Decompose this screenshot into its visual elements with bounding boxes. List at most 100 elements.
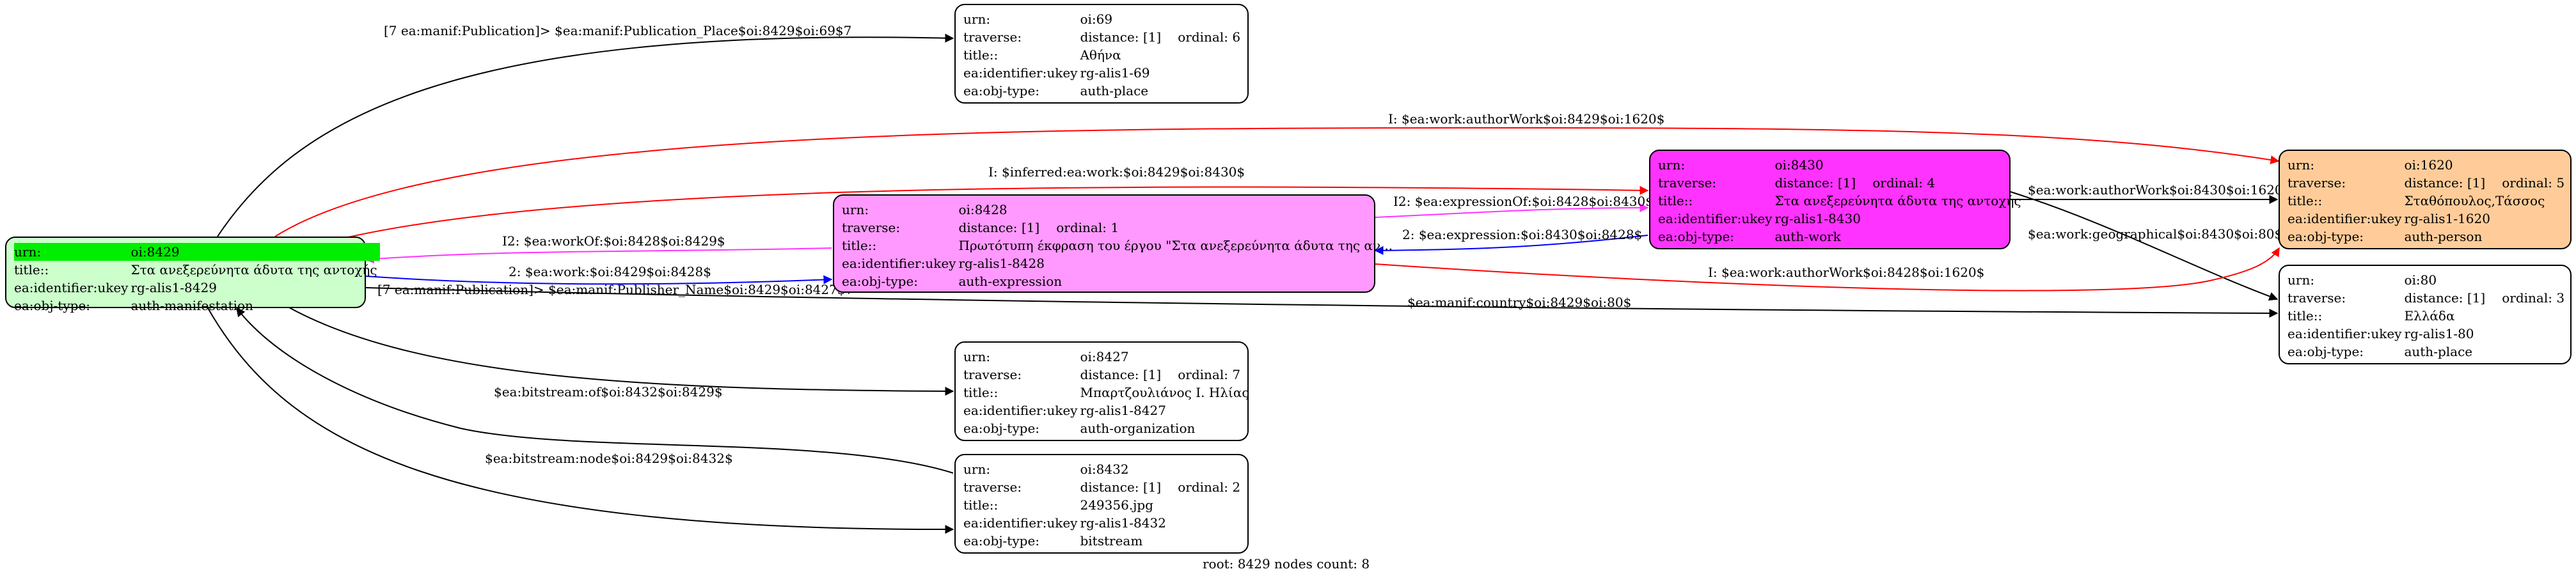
node-8432[interactable]: urn:oi:8432 traverse:distance: [1]ordina… xyxy=(954,454,1249,554)
distance: distance: [1] xyxy=(958,220,1040,235)
traverse-value: distance: [1] ordinal: 5 xyxy=(2404,174,2567,192)
title-label: title:: xyxy=(2288,308,2323,323)
urn-label: urn: xyxy=(963,462,991,477)
node-80[interactable]: urn:oi:80 traverse:distance: [1]ordinal:… xyxy=(2279,265,2572,364)
edge-label-work: 2: $ea:work:$oi:8429$oi:8428$ xyxy=(509,264,711,279)
objtype-value: auth-manifestation xyxy=(130,298,253,313)
edge-expressionof xyxy=(1375,203,1649,218)
urn-label: urn: xyxy=(963,349,991,364)
node-8429-highlight-row: urn: oi:8429 xyxy=(14,243,380,261)
identifier-label: ea:identifier:ukey xyxy=(963,403,1078,418)
objtype-value: auth-place xyxy=(1080,83,1149,98)
urn-value: oi:1620 xyxy=(2404,157,2453,173)
title-value: Μπαρτζουλιάνος Ι. Ηλίας xyxy=(1080,385,1249,400)
identifier-value: rg-alis1-8432 xyxy=(1080,515,1166,531)
title-label: title:: xyxy=(963,497,999,513)
title-label: title:: xyxy=(1658,193,1693,208)
title-value: Πρωτότυπη έκφραση του έργου "Στα ανεξερε… xyxy=(958,238,1393,253)
node-8428[interactable]: urn:oi:8428 traverse:distance: [1]ordina… xyxy=(833,194,1393,293)
edge-authorwork-inferred xyxy=(274,127,2280,237)
urn-value: oi:8428 xyxy=(958,202,1007,217)
title-value: Αθήνα xyxy=(1080,47,1121,63)
ordinal: ordinal: 3 xyxy=(2502,290,2565,306)
objtype-label: ea:obj-type: xyxy=(14,298,91,313)
traverse-value: distance: [1]ordinal: 1 xyxy=(958,219,1395,237)
urn-value: oi:80 xyxy=(2404,272,2437,288)
traverse-value: distance: [1]ordinal: 6 xyxy=(1080,28,1243,46)
objtype-label: ea:obj-type: xyxy=(963,83,1040,98)
traverse-value: distance: [1] ordinal: 3 xyxy=(2404,289,2567,307)
edge-label-publication-place: [7 ea:manif:Publication]> $ea:manif:Publ… xyxy=(384,23,851,38)
distance: distance: [1] xyxy=(2404,175,2486,191)
ordinal: ordinal: 2 xyxy=(1178,479,1241,495)
traverse-label: traverse: xyxy=(2288,175,2346,191)
identifier-value: rg-alis1-69 xyxy=(1080,65,1150,81)
distance: distance: [1] xyxy=(2404,290,2486,306)
edge-label-publisher: [7 ea:manif:Publication]> $ea:manif:Publ… xyxy=(377,282,853,297)
objtype-value: auth-expression xyxy=(958,274,1063,289)
urn-value: oi:8432 xyxy=(1080,462,1129,477)
edge-expression xyxy=(1374,235,1648,255)
edge-geographical xyxy=(2010,191,2279,301)
identifier-value: rg-alis1-80 xyxy=(2404,326,2474,341)
edge-publication-place xyxy=(217,33,954,237)
urn-value: oi:69 xyxy=(1080,12,1113,27)
edge-label-workof: I2: $ea:workOf:$oi:8428$oi:8429$ xyxy=(502,233,725,249)
ordinal: ordinal: 7 xyxy=(1178,367,1241,382)
traverse-label: traverse: xyxy=(2288,290,2346,306)
edge-workof xyxy=(365,247,832,264)
objtype-label: ea:obj-type: xyxy=(963,421,1040,436)
ordinal: ordinal: 5 xyxy=(2502,175,2565,191)
traverse-label: traverse: xyxy=(842,220,901,235)
title-value: Ελλάδα xyxy=(2404,308,2455,323)
traverse-value: distance: [1] ordinal: 2 xyxy=(1080,478,1243,496)
objtype-label: ea:obj-type: xyxy=(2288,344,2364,359)
objtype-value: bitstream xyxy=(1080,533,1143,549)
title-label: title:: xyxy=(963,47,999,63)
distance: distance: [1] xyxy=(1080,367,1162,382)
edge-label-bitstream-of: $ea:bitstream:of$oi:8432$oi:8429$ xyxy=(494,384,723,400)
node-8427[interactable]: urn: oi:8427 traverse: distance: [1] ordina… xyxy=(954,341,1249,441)
objtype-value: auth-place xyxy=(2404,344,2473,359)
edge-country xyxy=(365,287,2279,318)
edge-label-expressionof: I2: $ea:expressionOf:$oi:8428$oi:8430$ xyxy=(1393,194,1654,209)
traverse-label: traverse: xyxy=(1658,175,1717,191)
objtype-label: ea:obj-type: xyxy=(963,533,1040,549)
edge-work xyxy=(365,275,833,285)
traverse-label: traverse: xyxy=(963,367,1022,382)
node-8429[interactable]: urn: oi:8429 title:: Στα ανεξερεύνητα άδ… xyxy=(5,237,380,313)
title-value: Στα ανεξερεύνητα άδυτα της αντοχής xyxy=(1774,193,2021,208)
objtype-label: ea:obj-type: xyxy=(842,274,919,289)
urn-label: urn: xyxy=(1658,157,1686,173)
graph-footer: root: 8429 nodes count: 8 xyxy=(1203,556,1370,572)
title-label: title:: xyxy=(2288,193,2323,208)
title-label: title:: xyxy=(14,262,49,277)
edge-label-country: $ea:manif:country$oi:8429$oi:80$ xyxy=(1407,295,1631,310)
objtype-value: auth-organization xyxy=(1080,421,1196,436)
edge-label-authorwork-expr: I: $ea:work:authorWork$oi:8428$oi:1620$ xyxy=(1708,265,1984,280)
objtype-label: ea:obj-type: xyxy=(2288,229,2364,244)
title-value: 249356.jpg xyxy=(1080,497,1153,513)
node-69[interactable]: urn:oi:69 traverse:distance: [1]ordinal:… xyxy=(954,4,1249,104)
urn-value: oi:8427 xyxy=(1080,349,1129,364)
identifier-value: rg-alis1-8429 xyxy=(130,280,217,295)
title-value: Σταθόπουλος,Τάσσος xyxy=(2404,193,2545,208)
identifier-value: rg-alis1-8430 xyxy=(1774,211,1861,226)
identifier-label: ea:identifier:ukey xyxy=(2288,326,2402,341)
distance: distance: [1] xyxy=(1080,479,1162,495)
node-1620[interactable]: urn:oi:1620 traverse:distance: [1]ordina… xyxy=(2279,150,2572,249)
ordinal: ordinal: 4 xyxy=(1872,175,1936,191)
edge-bitstream-node xyxy=(207,307,954,534)
identifier-label: ea:identifier:ukey xyxy=(963,515,1078,531)
edge-bitstream-of xyxy=(236,307,954,474)
urn-label: urn: xyxy=(14,244,42,260)
identifier-label: ea:identifier:ukey xyxy=(1658,211,1773,226)
edge-label-bitstream-node: $ea:bitstream:node$oi:8429$oi:8432$ xyxy=(485,451,733,466)
traverse-value: distance: [1]ordinal: 4 xyxy=(1774,174,2023,192)
edge-label-authorwork: $ea:work:authorWork$oi:8430$oi:1620$ xyxy=(2028,182,2291,198)
objtype-label: ea:obj-type: xyxy=(1658,229,1735,244)
node-8430[interactable]: urn:oi:8430 traverse:distance: [1]ordina… xyxy=(1649,150,2021,249)
urn-label: urn: xyxy=(963,12,991,27)
edge-publisher xyxy=(287,306,954,396)
